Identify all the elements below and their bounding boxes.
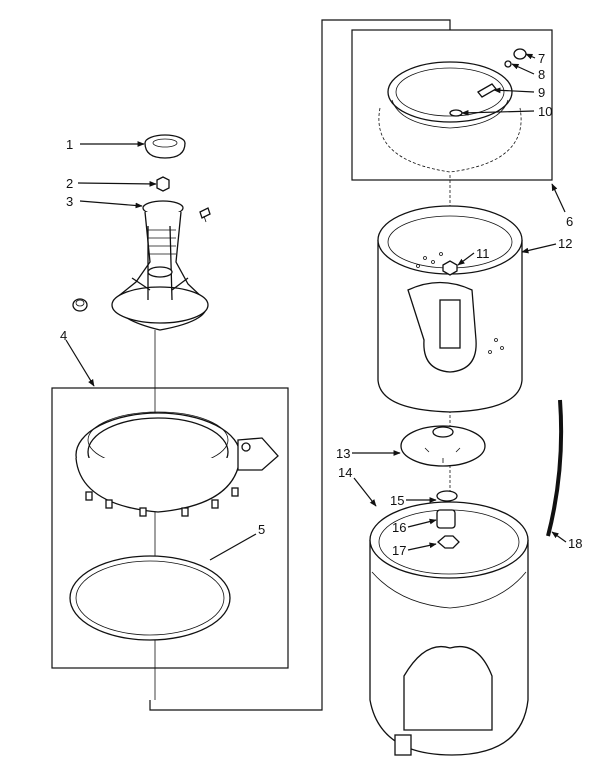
label-part-10: 10 [538,104,552,119]
part-12-spin-basket [377,205,523,413]
label-part-18: 18 [568,536,582,551]
label-part-1: 1 [66,137,73,152]
label-part-3: 3 [66,194,73,209]
label-part-4: 4 [60,328,67,343]
part-5-gasket [69,555,231,641]
label-part-16: 16 [392,520,406,535]
assembly-connector-line [149,19,451,711]
ring-tabs [85,487,239,517]
part-11-nut [442,260,458,276]
label-part-13: 13 [336,446,350,461]
agitator-small-screw [199,207,211,223]
part-8-bolt [504,60,512,68]
label-part-7: 7 [538,51,545,66]
leader-lines [65,53,567,561]
part-17-nut [437,535,460,549]
part-7-plug [513,48,527,60]
part-2-nut [156,176,170,192]
label-part-11: 11 [476,246,490,261]
label-part-6: 6 [566,214,573,229]
label-part-15: 15 [390,493,404,508]
label-part-9: 9 [538,85,545,100]
part-4-ring-assembly [75,411,279,517]
part-16-bearing [436,509,456,529]
label-part-8: 8 [538,67,545,82]
assembly-box-4 [51,387,289,669]
label-part-14: 14 [338,465,352,480]
label-part-12: 12 [558,236,572,251]
part-15-seal [436,490,458,502]
part-3-agitator [111,200,209,331]
part-labels: 1 2 3 4 5 6 7 8 9 10 11 12 13 14 15 16 1… [60,51,582,558]
small-knob-part [72,298,88,312]
label-part-17: 17 [392,543,406,558]
part-6-ring-assembly [378,61,522,173]
part-13-drive-disc [400,425,486,467]
label-part-2: 2 [66,176,73,191]
part-10-pin [449,109,463,117]
part-1-cap [144,134,186,159]
assembly-box-6 [351,29,553,181]
part-18-hose [546,399,564,537]
label-part-5: 5 [258,522,265,537]
